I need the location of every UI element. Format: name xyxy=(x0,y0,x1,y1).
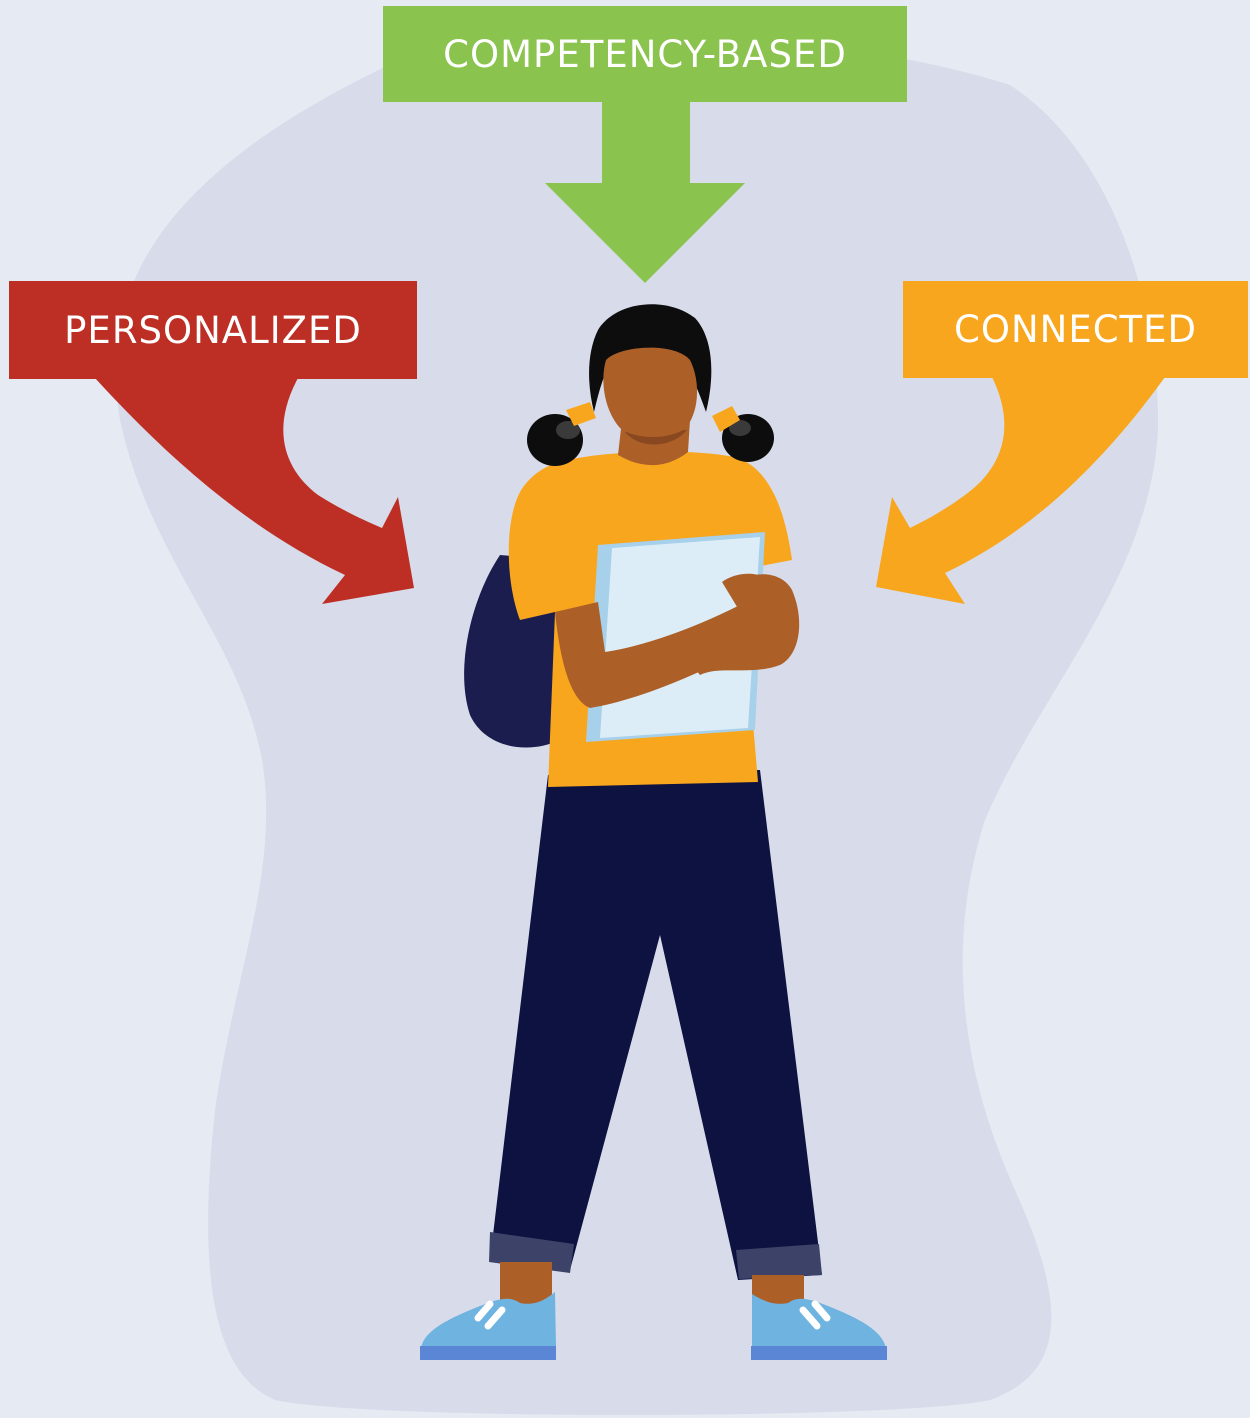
hair-band-right xyxy=(712,406,740,432)
competency-box xyxy=(383,6,907,102)
shoe-left xyxy=(421,1292,556,1348)
curved-arrow-right-icon xyxy=(876,377,1165,604)
shoe-stripes xyxy=(474,1300,831,1330)
face xyxy=(603,347,698,437)
student-figure-icon xyxy=(420,304,887,1360)
hair-band-left xyxy=(566,402,596,426)
hair-puff-right-highlight xyxy=(729,420,751,436)
curved-arrow-left-icon xyxy=(95,378,414,604)
personalized-label: PERSONALIZED xyxy=(64,308,362,352)
connected-box xyxy=(903,281,1248,378)
shoe-right-sole xyxy=(751,1346,887,1360)
arm-right xyxy=(680,574,800,675)
pants-cuff-right xyxy=(736,1244,822,1279)
pants xyxy=(490,770,822,1280)
hand xyxy=(722,573,771,615)
personalized-box xyxy=(9,281,417,379)
connected-label: CONNECTED xyxy=(954,308,1197,351)
shoe-left-sole xyxy=(420,1346,556,1360)
arm-left xyxy=(555,602,760,708)
competency-based-label: COMPETENCY-BASED xyxy=(443,32,847,76)
ankle-left xyxy=(500,1262,552,1304)
arrow-down-icon xyxy=(545,100,745,283)
shoe-right xyxy=(752,1294,886,1348)
